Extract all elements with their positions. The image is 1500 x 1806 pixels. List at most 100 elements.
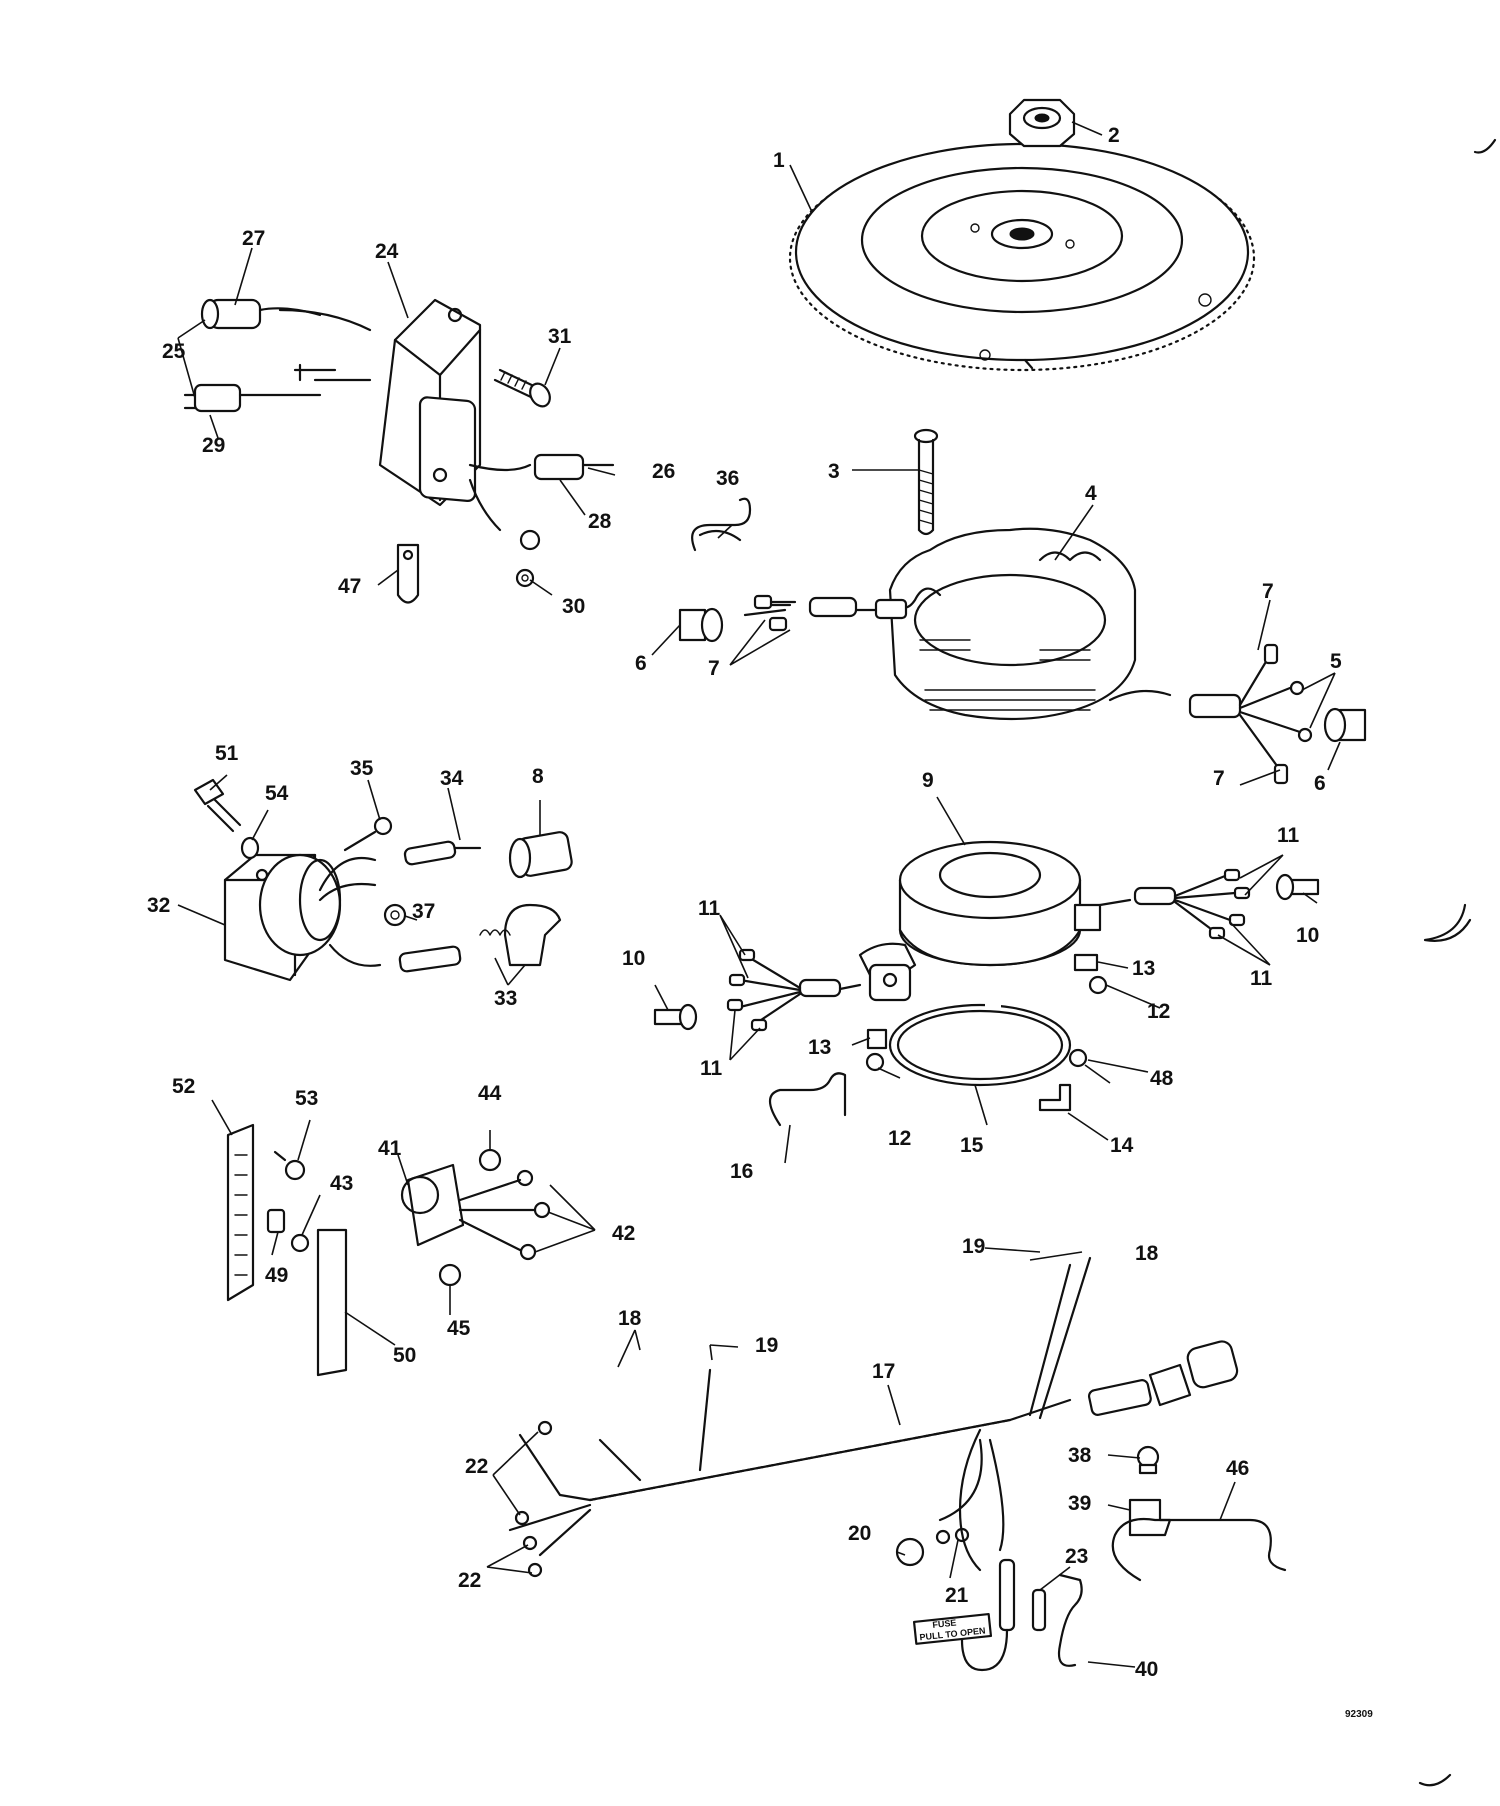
terminal-plug-left (678, 607, 724, 643)
terminal-plug-right (1323, 707, 1367, 743)
callout-42: 42 (612, 1222, 635, 1245)
callout-37: 37 (412, 900, 435, 923)
callout-10-right: 10 (1296, 924, 1319, 947)
callout-22-upper: 22 (465, 1455, 488, 1478)
screw-48 (1068, 1048, 1088, 1068)
callout-22-lower: 22 (458, 1569, 481, 1592)
callout-8: 8 (532, 765, 544, 788)
connector-8 (508, 831, 573, 879)
fuse-tag-line1: FUSE (932, 1618, 957, 1630)
callout-6-right: 6 (1314, 772, 1326, 795)
screw-44 (478, 1148, 502, 1172)
callout-1: 1 (773, 149, 785, 172)
callout-52: 52 (172, 1075, 195, 1098)
callout-41: 41 (378, 1137, 402, 1160)
ignition-coil (223, 853, 382, 982)
callout-43: 43 (330, 1172, 353, 1195)
callout-14: 14 (1110, 1134, 1134, 1157)
callout-31: 31 (548, 325, 572, 348)
fuse-tag: FUSE PULL TO OPEN (912, 1612, 993, 1645)
callout-44: 44 (478, 1082, 502, 1105)
callout-30: 30 (562, 595, 585, 618)
page-edge-marks (1418, 138, 1497, 1787)
callout-35: 35 (350, 757, 374, 780)
callout-20: 20 (848, 1522, 871, 1545)
callout-24: 24 (375, 240, 399, 263)
timer-base (858, 840, 1102, 1002)
callout-19-left: 19 (755, 1334, 778, 1357)
callout-46: 46 (1226, 1457, 1249, 1480)
callout-27: 27 (242, 227, 265, 250)
terminal-block (226, 1123, 255, 1302)
callout-25: 25 (162, 340, 186, 363)
wire-clip-16 (768, 1072, 847, 1127)
callout-32: 32 (147, 894, 170, 917)
retaining-ring (888, 1000, 1072, 1087)
power-pack (278, 298, 615, 551)
callout-7-top: 7 (1262, 580, 1274, 603)
stator-leads-right (1108, 643, 1313, 785)
wire-clip-46 (1111, 1517, 1287, 1582)
screw-12-left (865, 1052, 885, 1072)
callout-28: 28 (588, 510, 612, 533)
callout-16: 16 (730, 1160, 753, 1183)
callout-33: 33 (494, 987, 517, 1010)
lock-washer-30 (515, 568, 535, 588)
callout-26: 26 (652, 460, 675, 483)
connector-27 (200, 298, 322, 330)
screw-38 (1136, 1445, 1160, 1475)
wire-clip-40 (1057, 1573, 1083, 1667)
callout-38: 38 (1068, 1444, 1092, 1467)
callout-53: 53 (295, 1087, 318, 1110)
callout-11-upper-right: 11 (1277, 824, 1300, 847)
callout-11-upper-left: 11 (698, 897, 721, 920)
stator-screw (913, 428, 939, 536)
callout-21: 21 (945, 1584, 969, 1607)
callout-12-right: 12 (1147, 1000, 1170, 1023)
screw-43 (290, 1233, 310, 1253)
callout-9: 9 (922, 769, 934, 792)
terminal-10-left (653, 1003, 698, 1031)
callout-29: 29 (202, 434, 225, 457)
terminal-plate (400, 1163, 551, 1261)
clip-13-right (1073, 953, 1099, 972)
fuse-23 (1031, 1588, 1047, 1632)
callout-labels: 1 2 3 4 5 6 6 7 7 7 8 9 10 10 11 11 11 1… (147, 124, 1342, 1681)
callout-47: 47 (338, 575, 361, 598)
callout-17: 17 (872, 1360, 895, 1383)
clip-13-left (866, 1028, 888, 1050)
clip-47 (396, 543, 420, 604)
callout-19-right: 19 (962, 1235, 985, 1258)
callout-39: 39 (1068, 1492, 1091, 1515)
callout-45: 45 (447, 1317, 471, 1340)
coil-screw-51 (193, 778, 242, 833)
callout-13-right: 13 (1132, 957, 1155, 980)
stator-leads-left (743, 594, 908, 632)
callout-4: 4 (1085, 482, 1097, 505)
flywheel (788, 137, 1256, 372)
callout-48: 48 (1150, 1067, 1174, 1090)
callout-5: 5 (1330, 650, 1342, 673)
screw-31 (493, 368, 551, 408)
callout-40: 40 (1135, 1658, 1158, 1681)
terminal-10-right (1275, 873, 1320, 901)
washer-54 (240, 836, 260, 860)
callout-49: 49 (265, 1264, 288, 1287)
callout-34: 34 (440, 767, 464, 790)
figure-number: 92309 (1345, 1709, 1373, 1720)
stator (888, 527, 1137, 721)
clip-49 (266, 1208, 286, 1234)
screw-53 (273, 1150, 306, 1181)
callout-12-left: 12 (888, 1127, 911, 1150)
screw-12-right (1088, 975, 1108, 995)
bracket-14 (1038, 1083, 1072, 1112)
callout-18-left: 18 (618, 1307, 642, 1330)
nut-37 (383, 903, 407, 927)
callout-11-lower-left: 11 (700, 1057, 723, 1080)
callout-15: 15 (960, 1134, 984, 1157)
lead-34 (403, 840, 482, 866)
wiring-harness (508, 1256, 1239, 1672)
callout-6-left: 6 (635, 652, 647, 675)
callout-50: 50 (393, 1344, 416, 1367)
